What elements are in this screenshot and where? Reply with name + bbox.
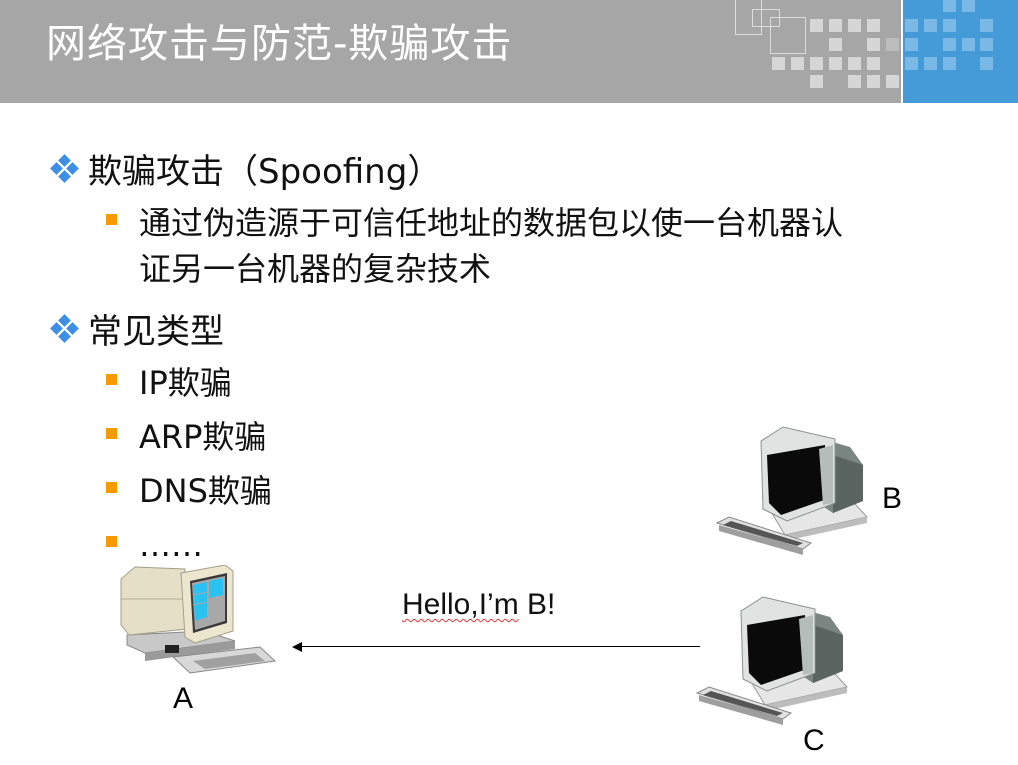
decor-square [810, 19, 823, 32]
list-item-label: …… [139, 526, 203, 564]
decor-square [905, 19, 918, 32]
header-accent-panel [903, 0, 1018, 103]
decor-square [772, 57, 785, 70]
decor-square [905, 57, 918, 70]
list-item-label: ARP欺骗 [139, 418, 267, 456]
decor-square [980, 19, 993, 32]
decor-square [962, 0, 975, 12]
decor-square [943, 19, 956, 32]
decor-square [943, 0, 956, 12]
arrow-left-icon [292, 642, 302, 652]
square-bullet-icon [106, 536, 117, 547]
square-bullet-icon [106, 374, 117, 385]
slide-header: 网络攻击与防范-欺骗攻击 [0, 0, 1018, 103]
decor-square [924, 57, 937, 70]
section-spoofing: 欺骗攻击（Spoofing） [50, 144, 441, 193]
decor-square [886, 38, 899, 51]
diamond-bullet-icon [50, 313, 80, 344]
decor-square [829, 38, 842, 51]
message-rest-text: B! [518, 588, 556, 621]
section-heading: 常见类型 [88, 312, 224, 352]
header-divider [901, 0, 903, 103]
list-item-ip-spoofing: IP欺骗 [106, 360, 232, 406]
computer-b-label: B [882, 482, 903, 515]
decor-outline-square [752, 9, 780, 27]
decor-square [924, 19, 937, 32]
decor-square [886, 75, 899, 88]
decor-square [867, 38, 880, 51]
message-underlined-text: Hello,I’m [402, 588, 519, 621]
decor-square [848, 75, 861, 88]
decor-square [848, 57, 861, 70]
decor-outline-square [770, 17, 806, 54]
decor-square [943, 38, 956, 51]
decor-square [943, 57, 956, 70]
decor-square [980, 38, 993, 51]
list-item-arp-spoofing: ARP欺骗 [106, 414, 266, 460]
list-item-dns-spoofing: DNS欺骗 [106, 468, 272, 514]
spoofed-message: Hello,I’m B! [402, 588, 555, 622]
crt-computer-icon [715, 426, 868, 555]
decor-square [867, 75, 880, 88]
decor-square [962, 38, 975, 51]
list-item-label: DNS欺骗 [139, 472, 272, 510]
diamond-bullet-icon [50, 153, 80, 184]
decor-square [867, 19, 880, 32]
decor-square [810, 57, 823, 70]
decor-square [905, 38, 918, 51]
decor-square [791, 57, 804, 70]
message-arrow-line [300, 646, 700, 647]
computer-a-label: A [173, 682, 194, 715]
definition-line-1: 通过伪造源于可信任地址的数据包以使一台机器认 [139, 204, 844, 242]
square-bullet-icon [106, 428, 117, 439]
decor-square [848, 19, 861, 32]
decor-square [810, 75, 823, 88]
crt-computer-icon [695, 596, 848, 725]
decor-square [829, 57, 842, 70]
decor-square [867, 57, 880, 70]
list-item-ellipsis: …… [106, 522, 203, 568]
slide-title: 网络攻击与防范-欺骗攻击 [46, 21, 513, 67]
list-item-definition: 通过伪造源于可信任地址的数据包以使一台机器认 证另一台机器的复杂技术 [106, 200, 843, 292]
list-item-label: IP欺骗 [139, 364, 232, 402]
decor-square [829, 19, 842, 32]
section-common-types: 常见类型 [50, 304, 224, 353]
decor-outline-square [735, 0, 762, 35]
square-bullet-icon [106, 482, 117, 493]
square-bullet-icon [106, 214, 117, 225]
computer-c-label: C [803, 724, 825, 757]
desktop-computer-icon [120, 565, 277, 674]
decor-square [980, 57, 993, 70]
section-heading: 欺骗攻击（Spoofing） [88, 152, 442, 192]
definition-line-2: 证另一台机器的复杂技术 [139, 250, 492, 288]
